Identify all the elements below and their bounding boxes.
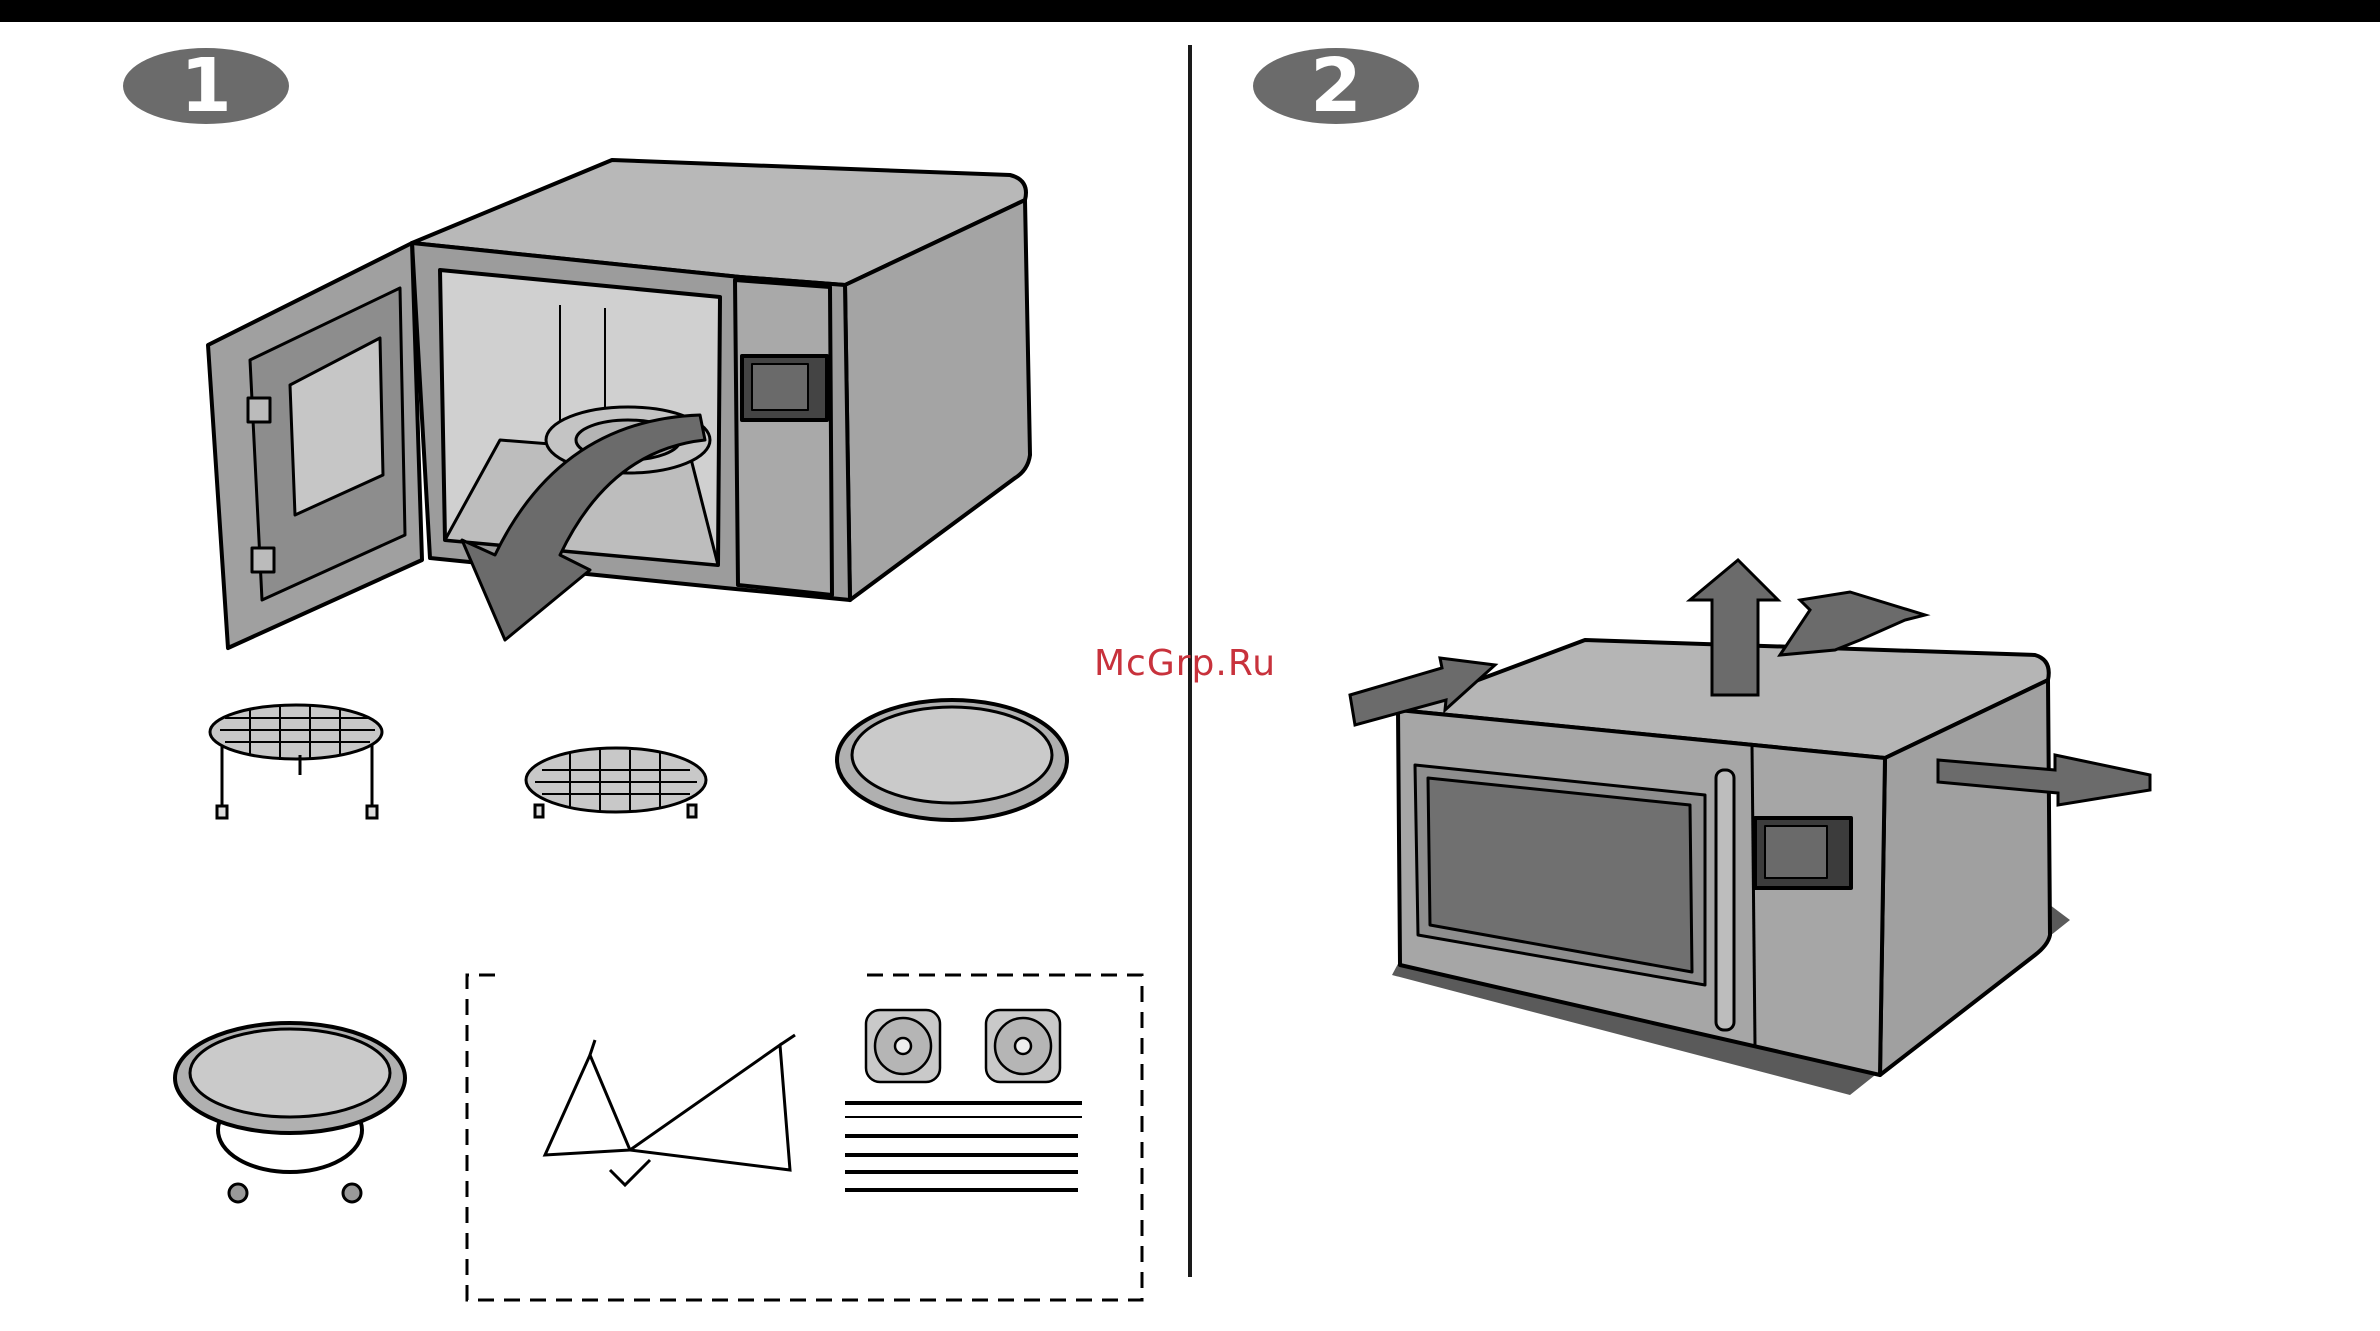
turntable-icon (175, 1023, 405, 1202)
baking-tray-icon (837, 700, 1067, 820)
arrow-back-icon (1780, 592, 1925, 655)
watermark-text: McGrp.Ru (1094, 643, 1276, 684)
rotisserie-kit-icon (545, 1010, 1082, 1190)
low-rack-icon (526, 748, 706, 817)
high-rack-icon (210, 705, 382, 818)
microwave-closed-icon (1392, 640, 2070, 1095)
microwave-open-door-icon (208, 160, 1030, 648)
